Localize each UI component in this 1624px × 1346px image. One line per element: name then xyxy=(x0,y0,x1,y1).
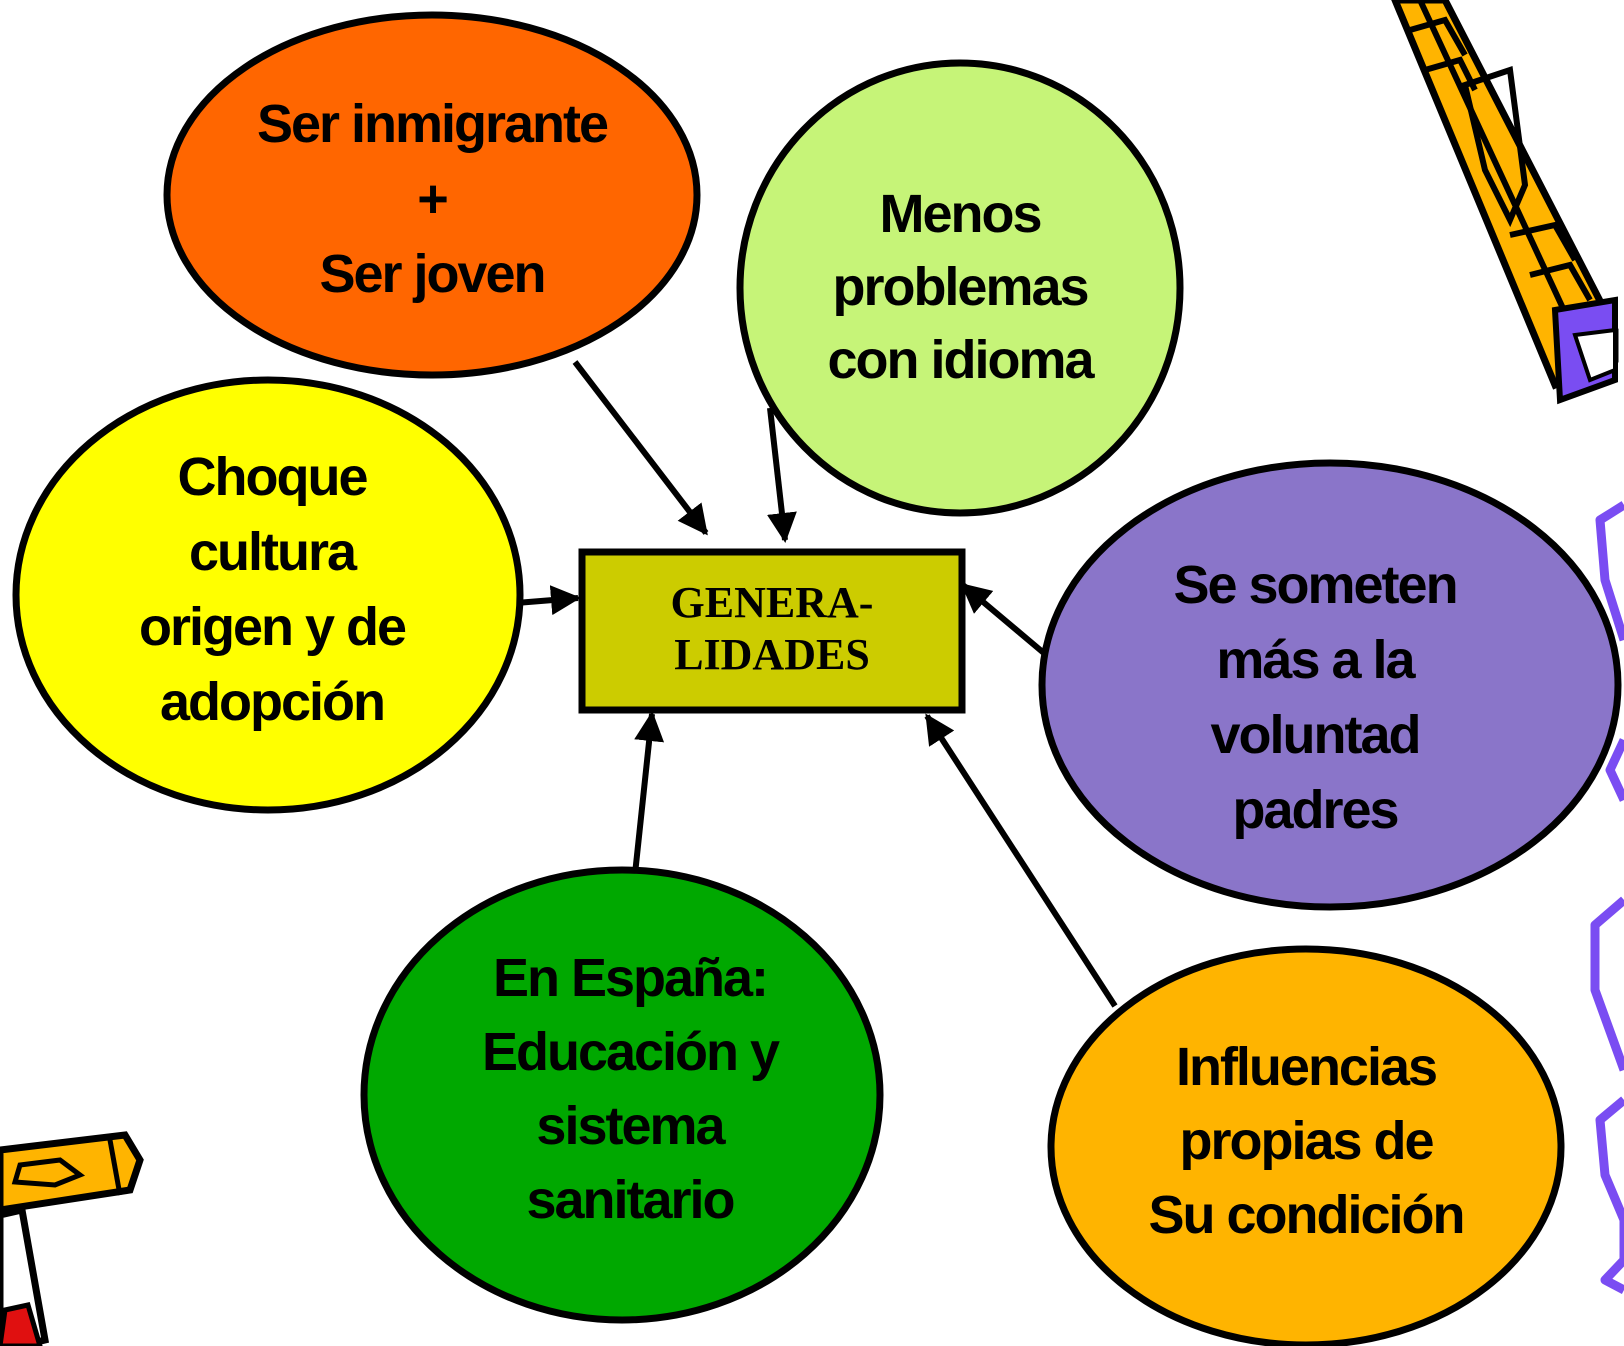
node-menos-problemas: Menos problemas con idioma xyxy=(736,59,1184,517)
label-line: Ser joven xyxy=(319,244,544,304)
arrow-from-menos-problemas xyxy=(767,407,797,543)
arrow-from-en-espana xyxy=(632,711,665,875)
squiggle-icon xyxy=(1590,501,1624,1294)
node-se-someten-label: Se someten más a la voluntad padres xyxy=(1173,555,1456,840)
arrow-from-se-someten xyxy=(960,582,1047,657)
node-ser-inmigrante: Ser inmigrante + Ser joven xyxy=(163,11,701,379)
node-ser-inmigrante-shape xyxy=(163,11,701,379)
label-line: LIDADES xyxy=(674,630,870,679)
label-line: sistema xyxy=(536,1096,726,1156)
label-line: origen y de xyxy=(139,597,406,657)
label-line: En España: xyxy=(493,948,767,1008)
node-en-espana: En España: Educación y sistema sanitario xyxy=(360,866,884,1324)
label-line: Su condición xyxy=(1148,1185,1463,1245)
node-en-espana-label: En España: Educación y sistema sanitario xyxy=(482,948,780,1230)
label-line: + xyxy=(417,169,447,229)
node-se-someten: Se someten más a la voluntad padres xyxy=(1038,459,1622,911)
label-line: Influencias xyxy=(1176,1037,1436,1097)
pencil-icon xyxy=(0,1131,144,1346)
center-node-box xyxy=(578,548,966,714)
pencil-icon xyxy=(1391,0,1619,405)
label-line: con idioma xyxy=(827,330,1095,390)
arrow-from-choque-cultura xyxy=(515,585,581,616)
label-line: padres xyxy=(1232,780,1397,840)
node-choque-cultura: Choque cultura origen y de adopción xyxy=(12,376,524,814)
label-line: más a la xyxy=(1216,630,1416,690)
center-node-label: GENERA-LIDADES xyxy=(671,578,874,679)
node-choque-cultura-shape xyxy=(12,376,524,814)
node-menos-problemas-label: Menos problemas con idioma xyxy=(827,184,1095,390)
label-line: cultura xyxy=(189,522,358,582)
label-line: Ser inmigrante xyxy=(257,94,608,154)
label-line: voluntad xyxy=(1211,705,1420,765)
label-line: Se someten xyxy=(1173,555,1456,615)
node-se-someten-shape xyxy=(1038,459,1622,911)
label-line: Educación y xyxy=(482,1022,780,1082)
node-choque-cultura-label: Choque cultura origen y de adopción xyxy=(139,447,406,732)
node-influencias-label: Influencias propias de Su condición xyxy=(1148,1037,1463,1245)
label-line: Menos xyxy=(879,184,1040,244)
center-node: GENERA-LIDADES xyxy=(578,548,966,714)
node-menos-problemas-shape xyxy=(736,59,1184,517)
connectors xyxy=(515,360,1118,1008)
label-line: propias de xyxy=(1179,1111,1433,1171)
label-line: sanitario xyxy=(526,1170,733,1230)
node-influencias: Influencias propias de Su condición xyxy=(1047,945,1565,1346)
arrow-from-influencias xyxy=(924,713,1118,1008)
node-ser-inmigrante-label: Ser inmigrante + Ser joven xyxy=(257,94,608,304)
node-en-espana-shape xyxy=(360,866,884,1324)
label-line: adopción xyxy=(160,672,384,732)
label-line: GENERA- xyxy=(671,578,874,627)
label-line: Choque xyxy=(178,447,368,507)
node-influencias-shape xyxy=(1047,945,1565,1346)
arrow-from-ser-inmigrante xyxy=(572,360,709,536)
label-line: problemas xyxy=(832,257,1087,317)
